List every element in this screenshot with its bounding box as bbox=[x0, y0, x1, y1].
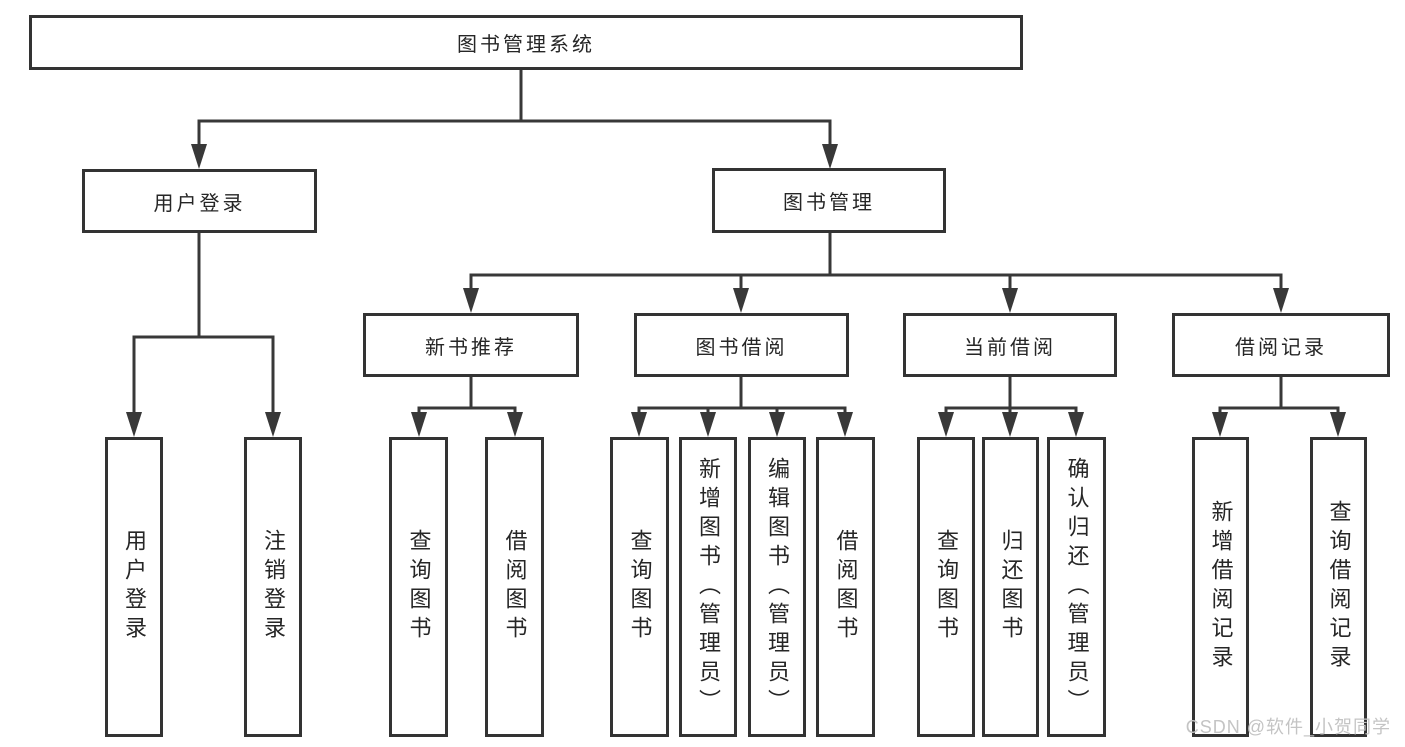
node-borrowing-records: 借阅记录 bbox=[1172, 313, 1390, 377]
leaf-search-books-current: 查询图书 bbox=[917, 437, 975, 737]
leaf-user-login: 用户登录 bbox=[105, 437, 163, 737]
leaf-borrow-books-recommend: 借阅图书 bbox=[485, 437, 544, 737]
leaf-logout: 注销登录 bbox=[244, 437, 302, 737]
leaf-search-books-borrowing: 查询图书 bbox=[610, 437, 669, 737]
leaf-search-books-recommend: 查询图书 bbox=[389, 437, 448, 737]
leaf-add-borrow-record: 新增借阅记录 bbox=[1192, 437, 1249, 737]
leaf-edit-book-admin: 编辑图书（管理员） bbox=[748, 437, 806, 737]
leaf-add-book-admin: 新增图书（管理员） bbox=[679, 437, 737, 737]
node-new-book-recommendation: 新书推荐 bbox=[363, 313, 579, 377]
node-library-management-system: 图书管理系统 bbox=[29, 15, 1023, 70]
leaf-borrow-books-borrowing: 借阅图书 bbox=[816, 437, 875, 737]
csdn-watermark: CSDN @软件_小贺同学 bbox=[1185, 717, 1391, 737]
node-book-management: 图书管理 bbox=[712, 168, 946, 233]
node-book-borrowing: 图书借阅 bbox=[634, 313, 849, 377]
leaf-return-books: 归还图书 bbox=[982, 437, 1039, 737]
leaf-confirm-return-admin: 确认归还（管理员） bbox=[1047, 437, 1106, 737]
node-user-login: 用户登录 bbox=[82, 169, 317, 233]
node-current-borrowing: 当前借阅 bbox=[903, 313, 1117, 377]
leaf-search-borrow-record: 查询借阅记录 bbox=[1310, 437, 1367, 737]
